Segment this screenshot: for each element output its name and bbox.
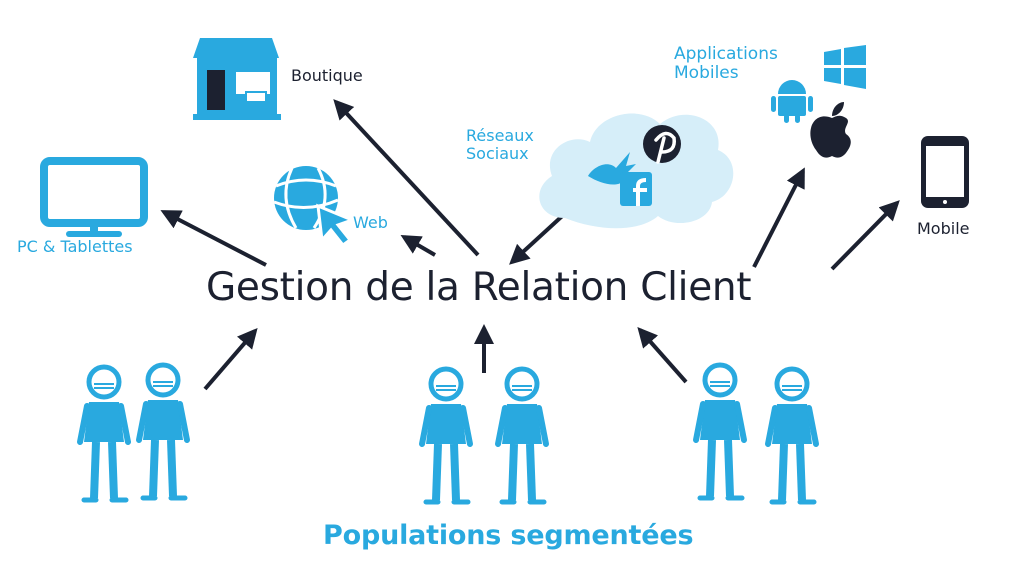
arrow-mobile bbox=[830, 200, 900, 271]
shop-icon bbox=[193, 38, 281, 120]
people-icon bbox=[422, 369, 470, 502]
facebook-icon bbox=[620, 172, 652, 206]
people-icon bbox=[139, 365, 187, 498]
label-apps-line-2: Mobiles bbox=[674, 63, 739, 84]
apple-icon bbox=[810, 102, 851, 158]
people-icon bbox=[768, 369, 816, 502]
social-cloud bbox=[539, 113, 734, 229]
label-pc-tablettes: PC & Tablettes bbox=[17, 237, 133, 256]
arrow-pc bbox=[160, 210, 267, 267]
label-mobile: Mobile bbox=[917, 219, 970, 238]
label-reseaux-line-2: Sociaux bbox=[466, 143, 529, 163]
diagram-title: Gestion de la Relation Client bbox=[206, 265, 752, 310]
people-group-left bbox=[80, 365, 187, 500]
label-applications-mobiles: Applications Mobiles bbox=[674, 44, 778, 84]
people-group-right bbox=[696, 365, 816, 502]
label-apps-line-1: Applications bbox=[674, 44, 778, 64]
globe-cursor-icon bbox=[273, 166, 357, 248]
people-group-center bbox=[422, 369, 546, 502]
people-icon bbox=[696, 365, 744, 498]
android-icon bbox=[771, 80, 813, 123]
windows-icon bbox=[824, 45, 866, 89]
arrow-web bbox=[400, 234, 437, 257]
label-boutique: Boutique bbox=[291, 66, 363, 85]
pinterest-icon bbox=[643, 125, 681, 164]
arrow-group-right bbox=[637, 327, 688, 384]
arrow-boutique bbox=[333, 99, 480, 257]
arrow-applications bbox=[752, 167, 805, 268]
people-icon bbox=[498, 369, 546, 502]
people-icon bbox=[80, 367, 128, 500]
smartphone-icon bbox=[921, 136, 969, 208]
label-reseaux-sociaux: Réseaux Sociaux bbox=[466, 127, 534, 163]
label-reseaux-line-1: Réseaux bbox=[466, 126, 534, 145]
label-web: Web bbox=[353, 213, 388, 232]
arrow-group-left bbox=[203, 327, 258, 391]
arrows bbox=[160, 99, 900, 391]
segment-label: Populations segmentées bbox=[323, 520, 694, 551]
monitor-icon bbox=[40, 157, 148, 237]
